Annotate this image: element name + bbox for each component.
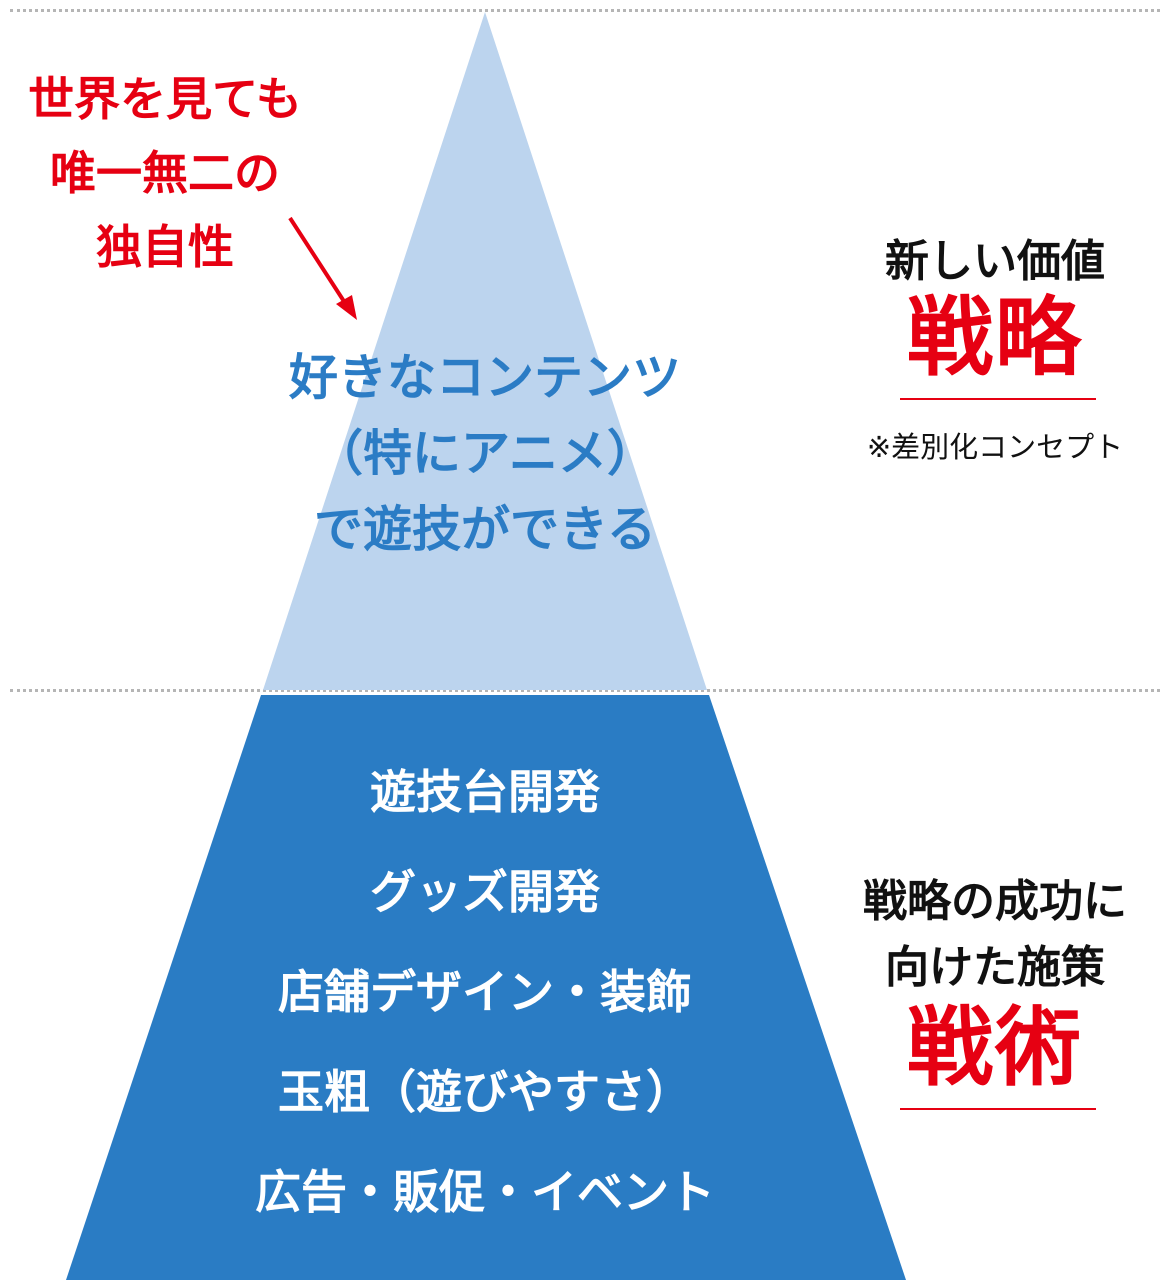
tactics-heading-line-1: 戦略の成功に <box>863 876 1127 927</box>
tactics-item: 玉粗（遊びやすさ） <box>278 1065 692 1119</box>
callout-line-2: 唯一無二の <box>50 146 280 200</box>
apex-line-2: （特にアニメ） <box>313 425 657 482</box>
pyramid-base <box>66 695 906 1280</box>
tactics-heading-line-2: 向けた施策 <box>885 942 1105 993</box>
tactics-keyword: 戦術 <box>907 998 1083 1098</box>
tactics-item: 店舗デザイン・装飾 <box>278 965 692 1019</box>
tactics-item: グッズ開発 <box>370 865 600 919</box>
uniqueness-callout: 世界を見ても 唯一無二の 独自性 <box>0 62 330 284</box>
tactics-item: 広告・販促・イベント <box>255 1165 715 1219</box>
tactics-underline <box>900 1108 1096 1110</box>
top-divider <box>10 9 1160 12</box>
apex-concept-text: 好きなコンテンツ （特にアニメ） で遊技ができる <box>200 340 770 568</box>
strategy-keyword: 戦略 <box>907 288 1083 388</box>
apex-line-1: 好きなコンテンツ <box>288 349 681 406</box>
strategy-underline <box>900 398 1096 400</box>
callout-line-3: 独自性 <box>96 220 234 274</box>
apex-line-3: で遊技ができる <box>313 501 657 558</box>
tactics-item: 遊技台開発 <box>370 765 600 819</box>
strategy-heading: 新しい価値 <box>885 236 1105 287</box>
middle-divider <box>10 689 1160 692</box>
tactics-item-list: 遊技台開発 グッズ開発 店舗デザイン・装飾 玉粗（遊びやすさ） 広告・販促・イベ… <box>150 742 820 1242</box>
callout-arrow-shaft <box>288 216 349 308</box>
strategy-note: ※差別化コンセプト <box>866 430 1124 464</box>
pyramid-apex <box>263 12 707 690</box>
callout-line-1: 世界を見ても <box>28 72 302 126</box>
callout-arrow-head <box>336 295 357 320</box>
